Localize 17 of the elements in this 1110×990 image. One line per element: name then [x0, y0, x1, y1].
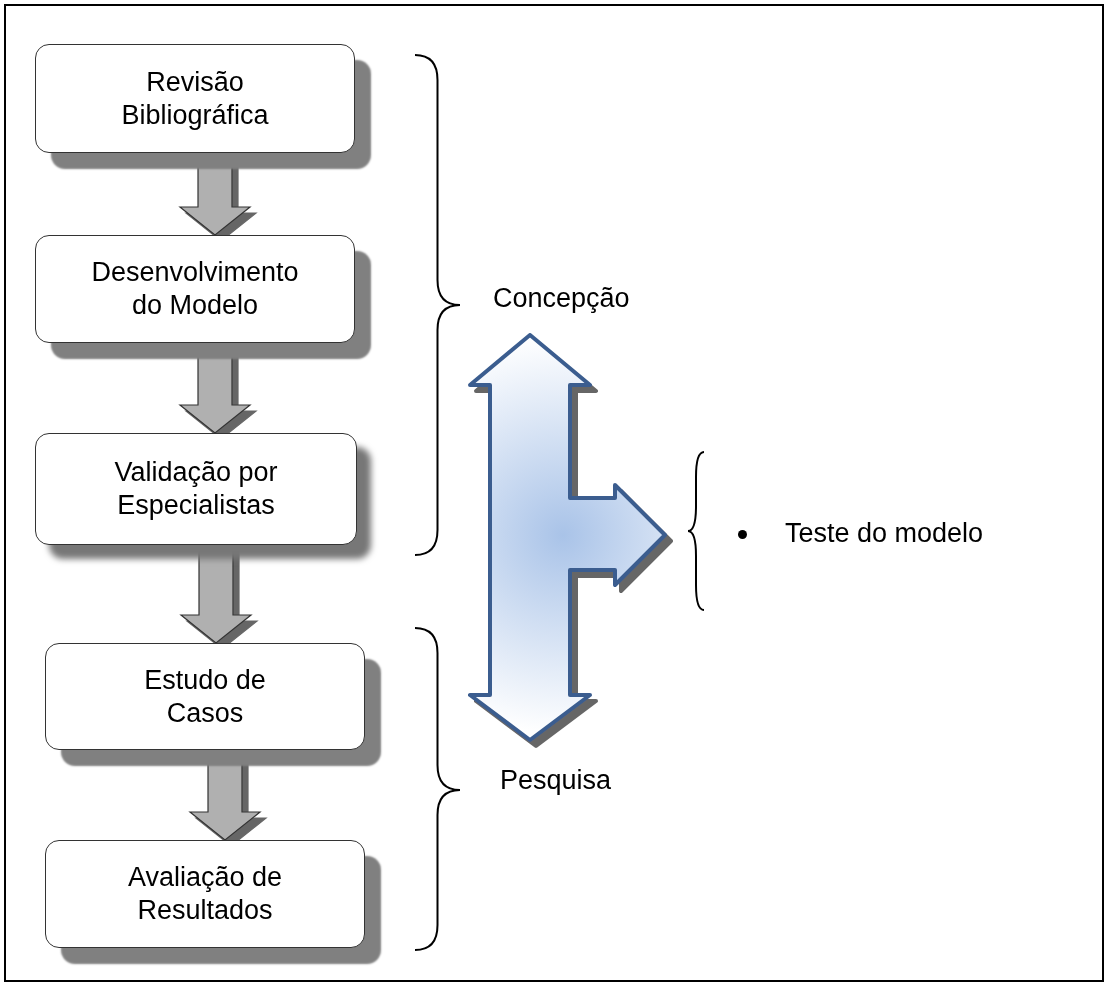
- phase-label: Teste do modelo: [785, 517, 984, 550]
- process-box: [45, 643, 365, 750]
- block-arrow: [188, 749, 262, 841]
- box-label: Desenvolvimento do Modelo: [90, 256, 300, 322]
- block-arrow: [178, 152, 252, 236]
- box-label: Estudo de Casos: [143, 663, 267, 730]
- process-box: [35, 235, 355, 343]
- box-label: Revisão Bibliográfica: [120, 65, 270, 132]
- block-arrow: [178, 342, 252, 434]
- box-label: Validação por Especialistas: [113, 456, 279, 522]
- process-box: [45, 840, 365, 948]
- phase-label: Pesquisa: [500, 764, 612, 797]
- block-arrow: [179, 544, 253, 644]
- process-box: [35, 44, 355, 153]
- phase-label: Concepção: [493, 282, 630, 315]
- process-box: [35, 433, 357, 545]
- box-label: Avaliação de Resultados: [126, 861, 284, 927]
